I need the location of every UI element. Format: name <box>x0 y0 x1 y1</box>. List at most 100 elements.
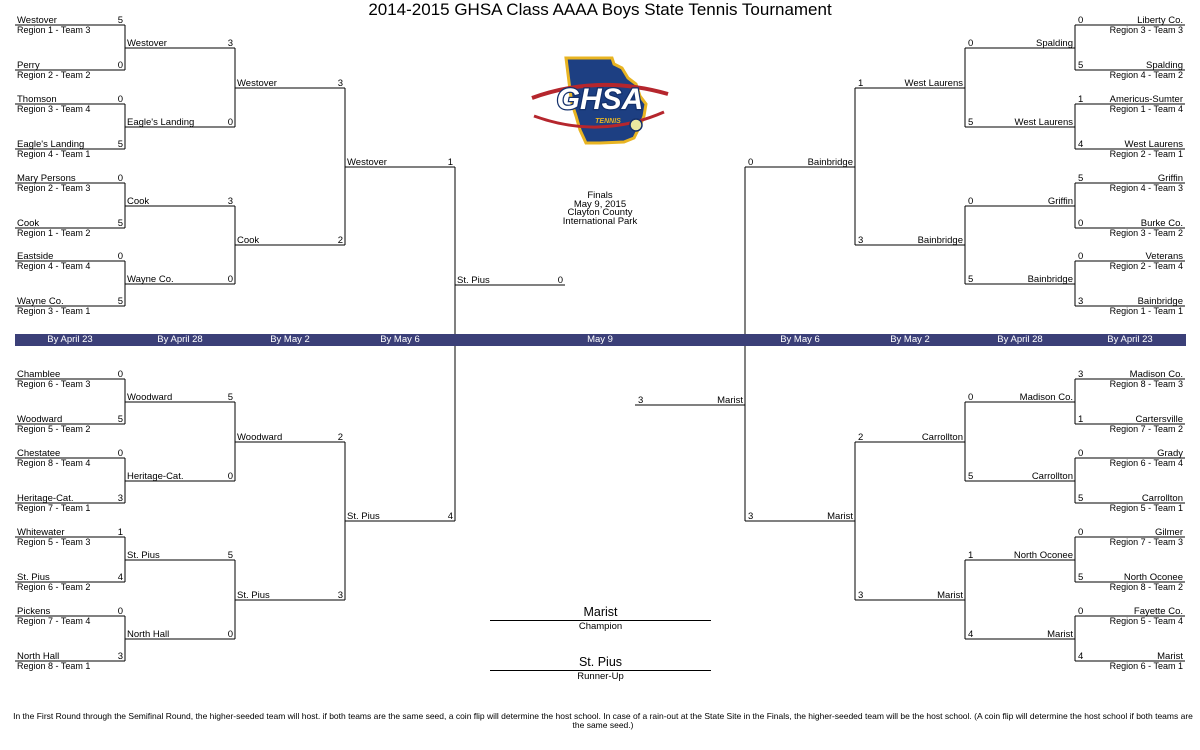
left-top-r2-slot-3-score: 0 <box>228 274 233 285</box>
right-top-r1-slot-2-score: 1 <box>1078 94 1083 105</box>
right-top-r2-slot-1-team: West Laurens <box>1015 117 1074 128</box>
left-top-r1-slot-6-score: 0 <box>118 251 123 262</box>
right-bottom-r1-slot-7-score: 4 <box>1078 651 1083 662</box>
right-bottom-r1-slot-5-score: 5 <box>1078 572 1083 583</box>
right-bottom-r4-slot-team: Marist <box>827 511 853 522</box>
right-bottom-r1-slot-3-seed: Region 5 - Team 1 <box>1110 503 1183 513</box>
tennis-ball-icon <box>629 118 643 132</box>
left-bottom-r1-slot-4-team: Whitewater <box>17 527 65 538</box>
right-top-r3-slot-0-team: West Laurens <box>905 78 964 89</box>
right-top-r1-slot-3-seed: Region 2 - Team 1 <box>1110 149 1183 159</box>
right-top-r1-slot-6-seed: Region 2 - Team 4 <box>1110 261 1183 271</box>
left-top-r1-slot-5-score: 5 <box>118 218 123 229</box>
left-top-r2-slot-1-team: Eagle's Landing <box>127 117 194 128</box>
left-top-r1-slot-4-team: Mary Persons <box>17 173 76 184</box>
right-top-r1-slot-1-team: Spalding <box>1146 60 1183 71</box>
right-bottom-r1-slot-3-score: 5 <box>1078 493 1083 504</box>
left-top-r1-slot-2-score: 0 <box>118 94 123 105</box>
right-bottom-r1-slot-5-seed: Region 8 - Team 2 <box>1110 582 1183 592</box>
right-bottom-r1-slot-0-seed: Region 8 - Team 3 <box>1110 379 1183 389</box>
right-top-r1-slot-0-seed: Region 3 - Team 3 <box>1110 25 1183 35</box>
right-top-r2-slot-0-team: Spalding <box>1036 38 1073 49</box>
red-swoosh <box>531 82 669 100</box>
champion-box: Marist Champion <box>490 606 711 632</box>
left-bottom-r2-slot-0-team: Woodward <box>127 392 172 403</box>
left-top-r1-slot-6-seed: Region 4 - Team 4 <box>17 261 90 271</box>
left-top-r1-slot-1-seed: Region 2 - Team 2 <box>17 70 90 80</box>
logo-wordmark: GHSA <box>557 83 644 116</box>
finals-info: Finals May 9, 2015 Clayton County Intern… <box>540 190 660 227</box>
left-top-r1-slot-5-team: Cook <box>17 218 39 229</box>
right-top-r1-slot-5-team: Burke Co. <box>1141 218 1183 229</box>
right-bottom-r1-slot-2-score: 0 <box>1078 448 1083 459</box>
runner-up-box: St. Pius Runner-Up <box>490 656 711 682</box>
left-bottom-r2-slot-3-team: North Hall <box>127 629 169 640</box>
left-bottom-r1-slot-7-team: North Hall <box>17 651 59 662</box>
left-bottom-r2-slot-3-score: 0 <box>228 629 233 640</box>
left-bottom-r4-slot-team: St. Pius <box>347 511 380 522</box>
right-top-r1-slot-5-score: 0 <box>1078 218 1083 229</box>
finals-heading: Finals <box>587 190 613 201</box>
left-bottom-r1-slot-6-team: Pickens <box>17 606 51 617</box>
left-bottom-r1-slot-3-score: 3 <box>118 493 123 504</box>
round-label-right-r2: By April 28 <box>997 334 1043 345</box>
left-top-r1-slot-2-team: Thomson <box>17 94 57 105</box>
round-label-left-r4: By May 6 <box>380 334 420 345</box>
left-bottom-r1-slot-5-score: 4 <box>118 572 123 583</box>
right-bottom-r2-slot-2-score: 1 <box>968 550 973 561</box>
left-top-r1-slot-3-seed: Region 4 - Team 1 <box>17 149 90 159</box>
right-bottom-r3-slot-1-score: 3 <box>858 590 863 601</box>
right-top-r3-slot-0-score: 1 <box>858 78 863 89</box>
red-swoosh-lower <box>533 110 665 129</box>
right-bottom-r4-slot-score: 3 <box>748 511 753 522</box>
logo-subtext: TENNIS <box>595 118 621 125</box>
left-bottom-r2-slot-1-score: 0 <box>228 471 233 482</box>
left-bottom-r1-slot-2-seed: Region 8 - Team 4 <box>17 458 90 468</box>
round-label-left-r3: By May 2 <box>270 334 310 345</box>
runner-up-label: Runner-Up <box>577 671 624 682</box>
left-bottom-r1-slot-1-score: 5 <box>118 414 123 425</box>
left-top-r1-slot-1-team: Perry <box>17 60 40 71</box>
right-bottom-r2-slot-0-score: 0 <box>968 392 973 403</box>
round-label-finals: May 9 <box>587 334 613 345</box>
right-top-r1-slot-4-score: 5 <box>1078 173 1083 184</box>
right-bottom-r2-slot-3-score: 4 <box>968 629 973 640</box>
right-bottom-r3-slot-0-score: 2 <box>858 432 863 443</box>
right-bottom-r1-slot-4-seed: Region 7 - Team 3 <box>1110 537 1183 547</box>
right-top-r1-slot-1-score: 5 <box>1078 60 1083 71</box>
right-bottom-r3-slot-1-team: Marist <box>937 590 963 601</box>
right-top-r1-slot-7-score: 3 <box>1078 296 1083 307</box>
round-label-right-r4: By May 6 <box>780 334 820 345</box>
right-bottom-r2-slot-1-score: 5 <box>968 471 973 482</box>
left-bottom-r1-slot-7-seed: Region 8 - Team 1 <box>17 661 90 671</box>
left-bottom-r1-slot-2-team: Chestatee <box>17 448 60 459</box>
left-bottom-r3-slot-0-team: Woodward <box>237 432 282 443</box>
right-top-r1-slot-2-team: Americus-Sumter <box>1110 94 1183 105</box>
left-top-r4-slot-team: Westover <box>347 157 387 168</box>
right-bottom-r1-slot-2-team: Grady <box>1157 448 1183 459</box>
round-label-left-r1: By April 23 <box>47 334 93 345</box>
finals-venue-line2: International Park <box>562 215 638 227</box>
right-top-r4-slot-score: 0 <box>748 157 753 168</box>
page-title: 2014-2015 GHSA Class AAAA Boys State Ten… <box>368 0 832 19</box>
left-top-r2-slot-0-score: 3 <box>228 38 233 49</box>
right-top-r1-slot-4-seed: Region 4 - Team 3 <box>1110 183 1183 193</box>
left-bottom-r1-slot-1-team: Woodward <box>17 414 62 425</box>
right-top-r1-slot-0-score: 0 <box>1078 15 1083 26</box>
left-top-r2-slot-2-score: 3 <box>228 196 233 207</box>
runner-up-name: St. Pius <box>490 656 711 671</box>
left-top-r1-slot-7-seed: Region 3 - Team 1 <box>17 306 90 316</box>
left-bottom-r2-slot-0-score: 5 <box>228 392 233 403</box>
left-bottom-r1-slot-0-team: Chamblee <box>17 369 60 380</box>
right-top-r1-slot-4-team: Griffin <box>1158 173 1183 184</box>
left-bottom-r1-slot-3-seed: Region 7 - Team 1 <box>17 503 90 513</box>
right-top-r2-slot-0-score: 0 <box>968 38 973 49</box>
right-top-r3-slot-1-team: Bainbridge <box>918 235 963 246</box>
right-top-r4-slot-team: Bainbridge <box>808 157 853 168</box>
left-bottom-r1-slot-6-seed: Region 7 - Team 4 <box>17 616 90 626</box>
ghsa-tennis-logo: GHSA TENNIS <box>528 54 672 148</box>
right-bottom-r2-slot-0-team: Madison Co. <box>1020 392 1073 403</box>
round-dates-bar: By April 23 By April 28 By May 2 By May … <box>15 334 1186 346</box>
right-final-slot-score: 3 <box>638 395 643 406</box>
right-top-r1-slot-7-seed: Region 1 - Team 1 <box>1110 306 1183 316</box>
